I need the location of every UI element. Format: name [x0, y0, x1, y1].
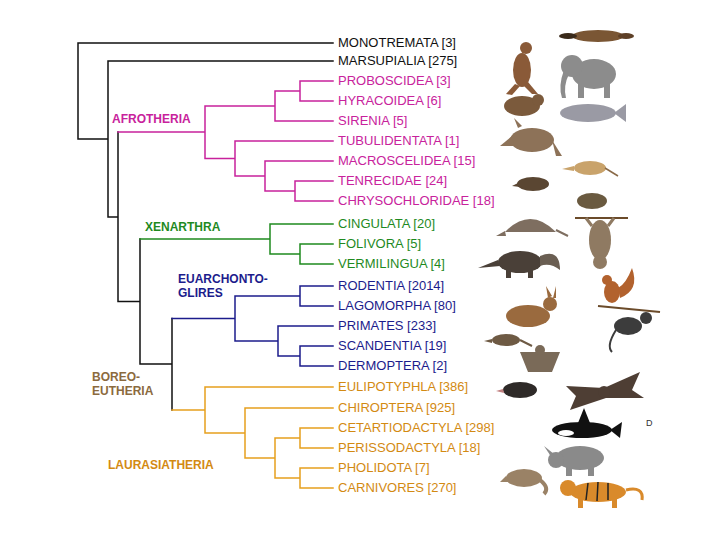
taxon-label: MACROSCELIDEA [15]: [338, 153, 475, 169]
tree-branch: [172, 387, 333, 488]
taxon-label: DERMOPTERA [2]: [338, 358, 447, 374]
colugo-figure: [520, 345, 560, 372]
kangaroo-figure: [506, 42, 538, 95]
clade-label: BOREO- EUTHERIA: [92, 370, 153, 398]
clade-label: XENARTHRA: [145, 220, 220, 234]
armadillo-figure: [496, 219, 568, 236]
golden-mole-figure: [577, 193, 607, 209]
pangolin-figure: [500, 469, 546, 494]
taxon-label: EULIPOTYPHLA [386]: [338, 379, 468, 395]
mole-figure: [496, 382, 537, 398]
tree-branch: [78, 43, 333, 410]
taxon-label: MARSUPIALIA [275]: [338, 53, 457, 69]
tenrec-figure: [512, 177, 549, 191]
taxon-label: VERMILINGUA [4]: [338, 256, 445, 272]
platypus-figure: [559, 30, 634, 42]
tiger-figure: [560, 480, 642, 508]
elephant-figure: [560, 55, 616, 98]
taxon-label: TUBULIDENTATA [1]: [338, 133, 459, 149]
sloth-figure: [575, 218, 628, 269]
rhino-figure: [544, 446, 604, 476]
taxon-label: PROBOSCIDEA [3]: [338, 73, 451, 89]
taxon-label: HYRACOIDEA [6]: [338, 93, 441, 109]
aardvark-figure: [500, 118, 562, 156]
taxon-label: FOLIVORA [5]: [338, 236, 421, 252]
taxon-label: MONOTREMATA [3]: [338, 35, 456, 51]
taxon-label: CINGULATA [20]: [338, 216, 435, 232]
taxon-label: CHRYSOCHLORIDAE [18]: [338, 193, 495, 209]
taxon-label: CHIROPTERA [925]: [338, 400, 455, 416]
elephant-shrew-figure: [562, 161, 618, 176]
taxon-label: SIRENIA [5]: [338, 113, 407, 129]
hyrax-figure: [504, 94, 544, 116]
taxon-label: SCANDENTIA [19]: [338, 338, 446, 354]
taxon-label: PERISSODACTYLA [18]: [338, 440, 480, 456]
taxon-label: CETARTIODACTYLA [298]: [338, 420, 494, 436]
anteater-figure: [478, 251, 560, 278]
taxon-label: PHOLIDOTA [7]: [338, 460, 430, 476]
taxon-label: RODENTIA [2014]: [338, 278, 444, 294]
taxon-label: TENRECIDAE [24]: [338, 173, 447, 189]
orca-figure: [552, 408, 622, 438]
bat-figure: [566, 372, 644, 410]
clade-label: EUARCHONTO- GLIRES: [178, 272, 268, 300]
tree-branch: [118, 81, 333, 201]
clade-label: LAURASIATHERIA: [108, 458, 214, 472]
tree-shrew-figure: [484, 334, 532, 346]
clade-label: AFROTHERIA: [112, 112, 191, 126]
taxon-label: CARNIVORES [270]: [338, 480, 457, 496]
monkey-figure: [598, 306, 660, 352]
taxon-label: LAGOMORPHA [80]: [338, 298, 456, 314]
hare-figure: [506, 286, 557, 327]
manatee-figure: [560, 104, 626, 122]
taxon-label: PRIMATES [233]: [338, 318, 436, 334]
stray-mark: D: [646, 418, 653, 429]
squirrel-figure: [602, 268, 634, 303]
